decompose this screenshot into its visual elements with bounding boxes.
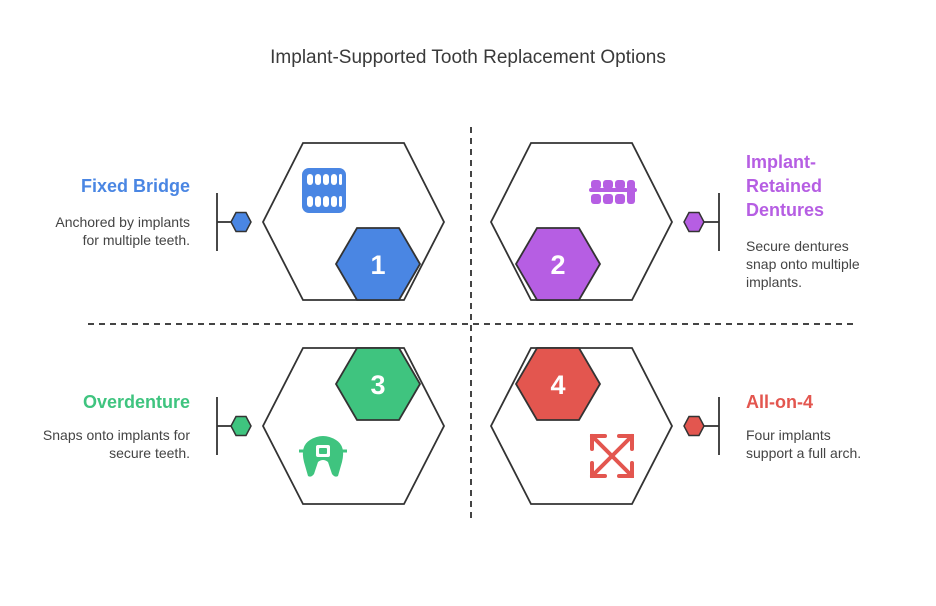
- option-3-description: Snaps onto implants for secure teeth.: [42, 427, 190, 461]
- dentures-icon: [589, 180, 637, 204]
- option-1-number: 1: [370, 250, 385, 280]
- option-4-description: Four implants support a full arch.: [746, 427, 862, 461]
- option-3-marker: [230, 415, 252, 437]
- option-3: 3: [216, 347, 446, 505]
- option-1: 1: [216, 142, 446, 301]
- option-2: 2: [489, 142, 720, 301]
- option-1-number-hexagon: [334, 227, 422, 301]
- option-4-number: 4: [550, 370, 565, 400]
- option-2-connector: [683, 193, 720, 251]
- braces-icon: [299, 436, 347, 477]
- option-2-title: Implant-Retained Dentures: [746, 152, 825, 220]
- option-3-number-hexagon: [334, 347, 422, 421]
- option-1-marker: [230, 211, 252, 233]
- option-2-description: Secure dentures snap onto multiple impla…: [746, 238, 860, 290]
- option-3-connector: [216, 397, 252, 455]
- option-4-title: All-on-4: [746, 392, 813, 412]
- page-title: Implant-Supported Tooth Replacement Opti…: [270, 47, 666, 68]
- option-3-number: 3: [370, 370, 385, 400]
- option-2-number: 2: [550, 250, 565, 280]
- option-2-number-hexagon: [514, 227, 602, 301]
- option-2-marker: [683, 211, 705, 233]
- option-1-connector: [216, 193, 252, 251]
- option-1-title: Fixed Bridge: [80, 176, 190, 196]
- option-4-marker: [683, 415, 705, 437]
- option-4: 4: [489, 347, 720, 505]
- option-1-description: Anchored by implants for multiple teeth.: [55, 214, 190, 248]
- option-4-number-hexagon: [514, 347, 602, 421]
- expand-arrows-icon: [590, 434, 634, 478]
- teeth-icon: [302, 168, 346, 213]
- option-4-connector: [683, 397, 720, 455]
- option-3-title: Overdenture: [82, 392, 190, 412]
